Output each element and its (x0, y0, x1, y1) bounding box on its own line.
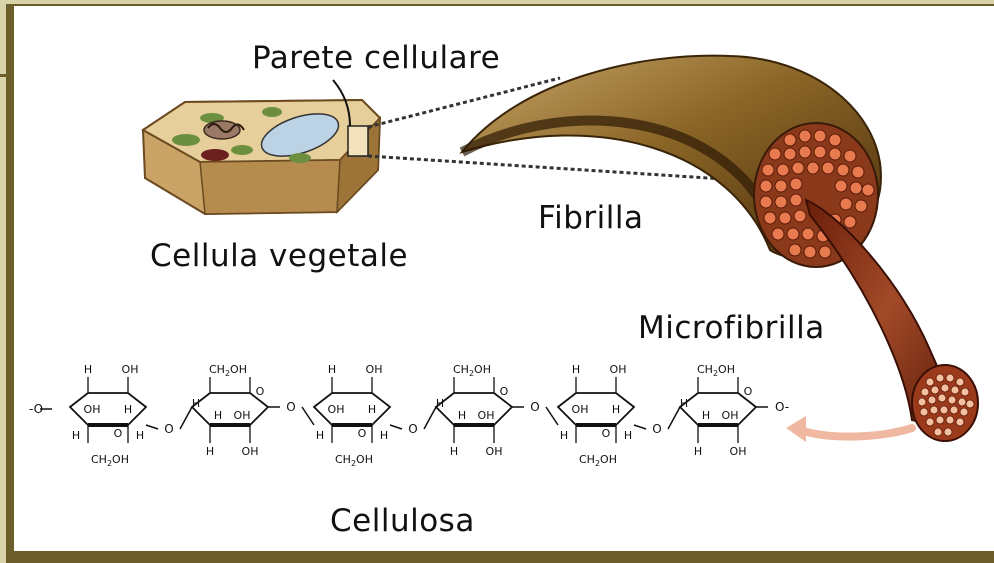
glycosidic-oxygen: O (652, 422, 661, 436)
glucose-ring (314, 393, 390, 425)
arrow-to-cellulose (786, 416, 912, 442)
oh-label: OH (234, 409, 251, 422)
h-label: H (380, 429, 388, 442)
plant-cell (143, 80, 380, 214)
oh-label: OH (122, 363, 139, 376)
oh-label: OH (610, 363, 627, 376)
h-label: H (328, 363, 336, 376)
glycosidic-bond (302, 407, 314, 425)
h-label: H (458, 409, 466, 422)
ring-oxygen: O (114, 427, 123, 440)
h-label: H (72, 429, 80, 442)
glycosidic-bond (634, 425, 646, 429)
ring-oxygen: O (500, 385, 509, 398)
h-label: H (436, 397, 444, 410)
oh-label: OH (328, 403, 345, 416)
plant-cell-label: Cellula vegetale (150, 238, 408, 274)
glycosidic-bond (180, 407, 192, 429)
h-label: H (612, 403, 620, 416)
glycosidic-bond (390, 425, 402, 429)
fibril-label: Fibrilla (538, 200, 643, 236)
glycosidic-oxygen: O (286, 400, 295, 414)
h-label: H (124, 403, 132, 416)
oh-label: OH (84, 403, 101, 416)
h-label: H (316, 429, 324, 442)
oh-label: OH (572, 403, 589, 416)
ch2oh-label: CH2OH (579, 453, 617, 468)
h-label: H (84, 363, 92, 376)
h-label: H (572, 363, 580, 376)
ch2oh-label: CH2OH (453, 363, 491, 378)
chain-end-o: O- (775, 400, 789, 414)
oh-label: OH (242, 445, 259, 458)
h-label: H (192, 397, 200, 410)
ch2oh-label: CH2OH (335, 453, 373, 468)
glucose-ring (70, 393, 146, 425)
oh-label: OH (366, 363, 383, 376)
oh-label: OH (730, 445, 747, 458)
ring-oxygen: O (358, 427, 367, 440)
glucose-ring (558, 393, 634, 425)
h-label: H (560, 429, 568, 442)
h-label: H (702, 409, 710, 422)
h-label: H (694, 445, 702, 458)
ch2oh-label: CH2OH (209, 363, 247, 378)
oh-label: OH (486, 445, 503, 458)
microfibril-label: Microfibrilla (638, 310, 825, 346)
cellulose-label: Cellulosa (330, 503, 475, 539)
glycosidic-oxygen: O (164, 422, 173, 436)
h-label: H (680, 397, 688, 410)
glycosidic-bond (424, 407, 436, 429)
glycosidic-bond (668, 407, 680, 429)
h-label: H (368, 403, 376, 416)
glycosidic-oxygen: O (530, 400, 539, 414)
oh-label: OH (478, 409, 495, 422)
glycosidic-oxygen: O (408, 422, 417, 436)
chain-end-o: -O (29, 402, 43, 416)
ring-oxygen: O (256, 385, 265, 398)
h-label: H (136, 429, 144, 442)
ch2oh-label: CH2OH (697, 363, 735, 378)
h-label: H (214, 409, 222, 422)
ch2oh-label: CH2OH (91, 453, 129, 468)
h-label: H (206, 445, 214, 458)
ring-oxygen: O (602, 427, 611, 440)
oh-label: OH (722, 409, 739, 422)
ring-oxygen: O (744, 385, 753, 398)
cell-wall-label: Parete cellulare (252, 40, 500, 76)
microfibril (806, 200, 978, 441)
glycosidic-bond (146, 425, 158, 429)
h-label: H (450, 445, 458, 458)
glycosidic-bond (546, 407, 558, 425)
h-label: H (624, 429, 632, 442)
